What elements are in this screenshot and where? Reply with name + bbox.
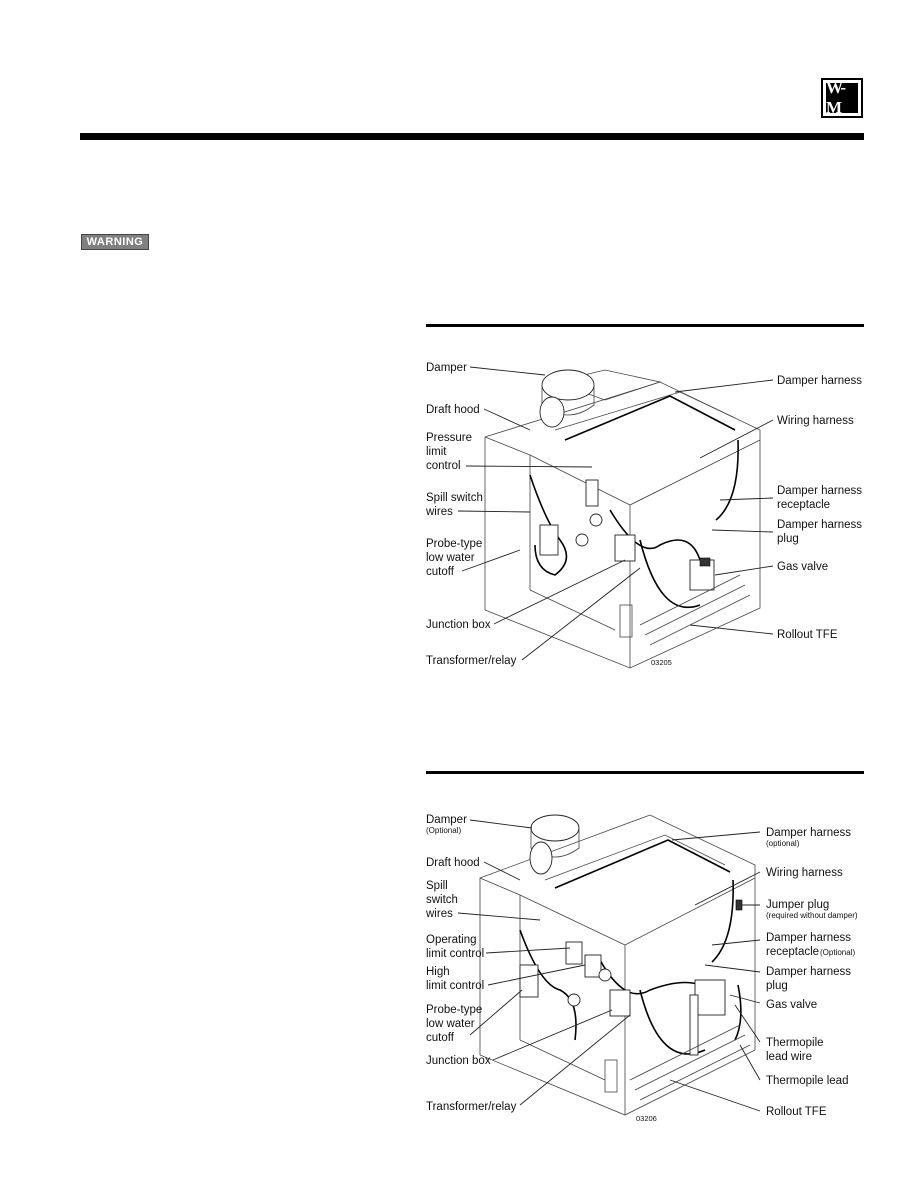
label-damper-harness-plug-2: plug (777, 533, 799, 545)
label-spill-switch-wires-b-1: Spill (426, 880, 448, 892)
label-wiring-harness-b: Wiring harness (766, 867, 843, 879)
label-damper-harness-receptacle-1: Damper harness (777, 485, 862, 497)
label-probe-type-b-2: low water (426, 1018, 475, 1030)
label-probe-type-1: Probe-type (426, 538, 482, 550)
boiler-illustration-top (484, 369, 761, 669)
boiler-illustration-bottom (479, 814, 756, 1116)
label-gas-valve: Gas valve (777, 561, 828, 573)
logo-text: W-M (826, 78, 846, 117)
label-rollout-tfe-b: Rollout TFE (766, 1106, 827, 1118)
figure-bottom-rule (426, 771, 864, 774)
label-pressure-limit-control-2: limit (426, 446, 447, 458)
label-draft-hood-b: Draft hood (426, 857, 480, 869)
label-rollout-tfe: Rollout TFE (777, 629, 838, 641)
figure-top-diagram: Damper Draft hood Pressure limit control… (425, 362, 862, 669)
label-thermopile-lead-wire-1: Thermopile (766, 1037, 824, 1049)
label-spill-switch-wires-b-3: wires (425, 908, 453, 920)
figure-code-bottom: 03206 (636, 1114, 657, 1123)
label-transformer-relay: Transformer/relay (426, 655, 517, 667)
label-damper-b: Damper (426, 814, 467, 826)
label-damper-harness-b: Damper harness (766, 827, 851, 839)
label-damper-harness-plug-1: Damper harness (777, 519, 862, 531)
company-logo: W-M (821, 78, 863, 118)
label-spill-switch-wires-1: Spill switch (426, 492, 483, 504)
label-pressure-limit-control-3: control (426, 460, 461, 472)
label-transformer-relay-b: Transformer/relay (426, 1101, 517, 1113)
label-junction-box: Junction box (426, 619, 491, 631)
label-probe-type-b-3: cutoff (426, 1032, 455, 1044)
label-damper-harness-receptacle-optional: (Optional) (820, 948, 855, 957)
label-thermopile-lead: Thermopile lead (766, 1075, 848, 1087)
figure-code-top: 03205 (651, 658, 672, 667)
label-thermopile-lead-wire-2: lead wire (766, 1051, 812, 1063)
label-damper-harness-receptacle-b-1: Damper harness (766, 932, 851, 944)
label-junction-box-b: Junction box (426, 1055, 491, 1067)
label-damper-harness-plug-b-1: Damper harness (766, 966, 851, 978)
label-probe-type-2: low water (426, 552, 475, 564)
label-gas-valve-b: Gas valve (766, 999, 817, 1011)
logo-mark: W-M (826, 78, 858, 117)
label-wiring-harness: Wiring harness (777, 415, 854, 427)
label-damper-harness-receptacle-2: receptacle (777, 499, 830, 511)
label-spill-switch-wires-2: wires (425, 506, 453, 518)
label-spill-switch-wires-b-2: switch (426, 894, 458, 906)
label-high-limit-control-2: limit control (426, 980, 484, 992)
label-probe-type-3: cutoff (426, 566, 455, 578)
label-damper-harness-receptacle-b-2: receptacle (766, 946, 819, 958)
figure-top-rule (426, 324, 864, 327)
label-operating-limit-control-2: limit control (426, 948, 484, 960)
label-damper-harness-plug-b-2: plug (766, 980, 788, 992)
label-draft-hood: Draft hood (426, 404, 480, 416)
label-damper-harness: Damper harness (777, 375, 862, 387)
label-operating-limit-control-1: Operating (426, 934, 477, 946)
warning-badge: WARNING (81, 234, 149, 250)
label-jumper-plug-note: (required without damper) (766, 911, 858, 920)
label-pressure-limit-control-1: Pressure (426, 432, 472, 444)
label-high-limit-control-1: High (426, 966, 450, 978)
label-jumper-plug: Jumper plug (766, 899, 829, 911)
label-damper-optional-b: (Optional) (426, 826, 461, 835)
figure-bottom-diagram: Damper (Optional) Draft hood Spill switc… (425, 814, 858, 1123)
label-probe-type-b-1: Probe-type (426, 1004, 482, 1016)
label-damper: Damper (426, 362, 467, 374)
header-rule (80, 133, 864, 140)
label-damper-harness-optional-b: (optional) (766, 839, 800, 848)
